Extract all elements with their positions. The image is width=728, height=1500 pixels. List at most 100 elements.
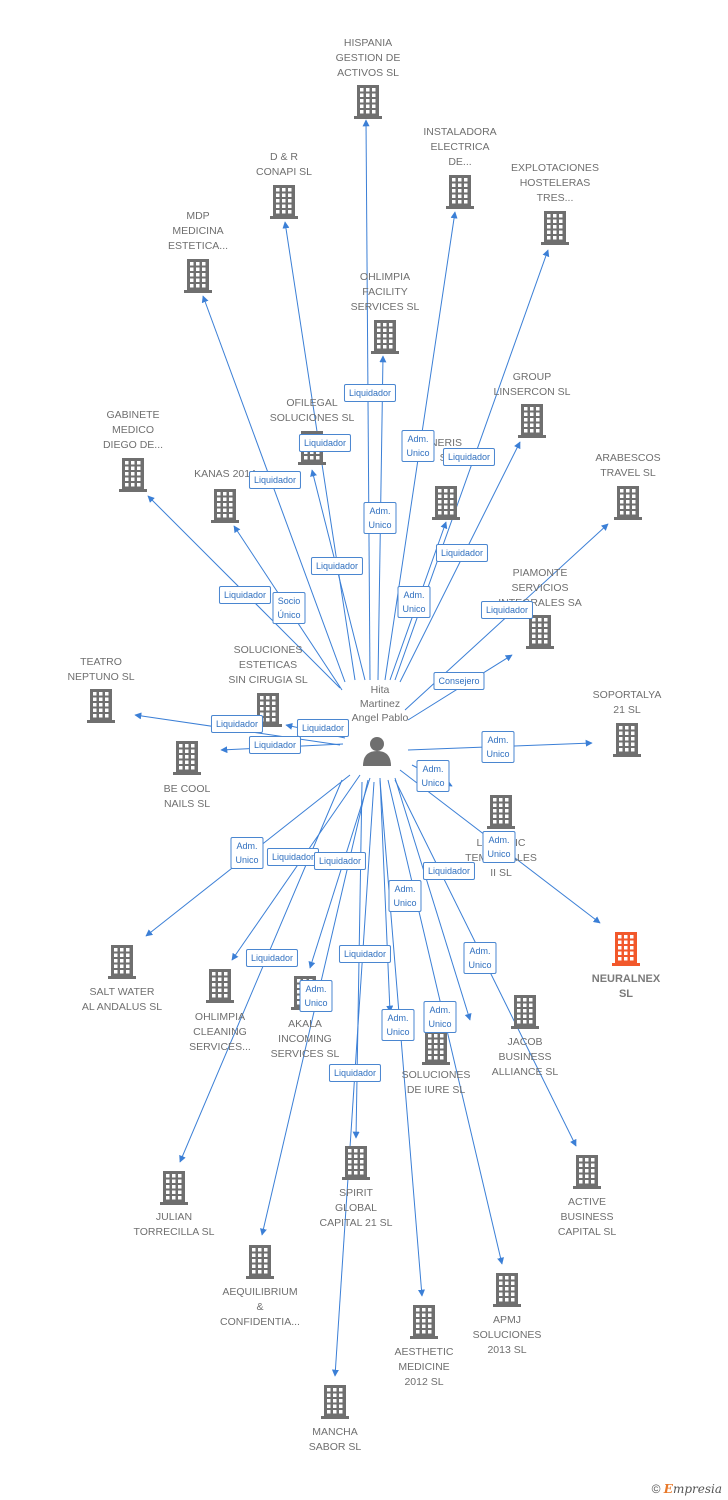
company-label[interactable]: ACTIVE BUSINESS CAPITAL SL xyxy=(557,1196,617,1238)
building-icon[interactable] xyxy=(371,320,399,354)
company-label[interactable]: SOPORTALYA 21 SL xyxy=(592,689,662,716)
building-icon[interactable] xyxy=(410,1305,438,1339)
building-icon[interactable] xyxy=(573,1155,601,1189)
edge-role-label: Liquidador xyxy=(266,848,320,866)
company-label[interactable]: ARABESCOS TRAVEL SL xyxy=(595,452,661,479)
company-label[interactable]: JACOB BUSINESS ALLIANCE SL xyxy=(491,1036,559,1078)
company-label[interactable]: SOLUCIONES ESTETICAS SIN CIRUGIA SL xyxy=(228,644,308,686)
edge-role-label: Consejero xyxy=(433,672,485,690)
building-icon[interactable] xyxy=(119,458,147,492)
edge-line xyxy=(310,469,366,681)
edge-role-label: Liquidador xyxy=(480,601,534,619)
company-label[interactable]: SOLUCIONES DE IURE SL xyxy=(401,1069,471,1096)
building-icon[interactable] xyxy=(446,175,474,209)
building-icon[interactable] xyxy=(518,404,546,438)
company-label[interactable]: MANCHA SABOR SL xyxy=(308,1426,362,1453)
footer-brand: © Empresia xyxy=(652,1482,722,1496)
person-icon xyxy=(363,737,391,766)
building-icon[interactable] xyxy=(614,486,642,520)
company-label[interactable]: JULIAN TORRECILLA SL xyxy=(133,1211,215,1238)
company-label[interactable]: AKALA INCOMING SERVICES SL xyxy=(270,1018,340,1060)
copyright-icon: © xyxy=(651,1482,661,1496)
building-icon[interactable] xyxy=(270,185,298,219)
center-person-label[interactable]: Hita Martinez Angel Pablo xyxy=(351,684,409,724)
edge-line xyxy=(179,779,343,1163)
edge-line xyxy=(201,295,346,683)
edge-line xyxy=(231,774,361,961)
edge-role-label: Adm. Unico xyxy=(381,1009,415,1041)
company-label[interactable]: PIAMONTE SERVICIOS INTEGRALES SA xyxy=(498,567,582,609)
edge-line xyxy=(308,777,371,969)
building-icon[interactable] xyxy=(87,689,115,723)
building-icon[interactable] xyxy=(493,1273,521,1307)
edge-role-label: Adm. Unico xyxy=(401,430,435,462)
company-label[interactable]: AEQUILIBRIUM & CONFIDENTIA... xyxy=(220,1286,300,1328)
edge-role-label: Liquidador xyxy=(338,945,392,963)
company-label[interactable]: HISPANIA GESTION DE ACTIVOS SL xyxy=(335,37,401,79)
building-icon[interactable] xyxy=(160,1171,188,1205)
edge-role-label: Liquidador xyxy=(218,586,272,604)
company-label[interactable]: APMJ SOLUCIONES 2013 SL xyxy=(472,1314,542,1356)
company-label[interactable]: MDP MEDICINA ESTETICA... xyxy=(167,210,229,252)
company-label[interactable]: OFILEGAL SOLUCIONES SL xyxy=(269,397,355,424)
edge-line xyxy=(379,777,394,1013)
edge-role-label: Adm. Unico xyxy=(482,831,516,863)
building-icon[interactable] xyxy=(526,615,554,649)
building-icon[interactable] xyxy=(511,995,539,1029)
edge-role-label: Liquidador xyxy=(422,862,476,880)
building-icon[interactable] xyxy=(108,945,136,979)
building-icon[interactable] xyxy=(206,969,234,1003)
company-label[interactable]: SPIRIT GLOBAL CAPITAL 21 SL xyxy=(319,1187,393,1229)
edge-role-label: Liquidador xyxy=(435,544,489,562)
edge-role-label: Adm. Unico xyxy=(481,731,515,763)
edge-role-label: Adm. Unico xyxy=(397,586,431,618)
edge-role-label: Adm. Unico xyxy=(230,837,264,869)
building-icon[interactable] xyxy=(246,1245,274,1279)
company-label[interactable]: AESTHETIC MEDICINE 2012 SL xyxy=(394,1346,454,1388)
company-label[interactable]: SALT WATER AL ANDALUS SL xyxy=(81,986,163,1013)
company-label[interactable]: GROUP LINSERCON SL xyxy=(493,371,571,398)
company-label[interactable]: INSTALADORA ELECTRICA DE... xyxy=(423,126,497,168)
edge-line xyxy=(394,777,472,1021)
building-icon[interactable] xyxy=(612,932,640,966)
building-icon[interactable] xyxy=(354,85,382,119)
company-label[interactable]: BE COOL NAILS SL xyxy=(163,783,211,810)
building-icon[interactable] xyxy=(211,489,239,523)
company-label[interactable]: NEURALNEX SL xyxy=(591,973,661,1000)
building-icon[interactable] xyxy=(184,259,212,293)
company-label[interactable]: EXPLOTACIONES HOSTELERAS TRES... xyxy=(511,162,599,204)
edge-role-label: Adm. Unico xyxy=(388,880,422,912)
edge-role-label: Adm. Unico xyxy=(423,1001,457,1033)
building-icon[interactable] xyxy=(321,1385,349,1419)
building-icon[interactable] xyxy=(541,211,569,245)
brand-initial: E xyxy=(663,1482,673,1496)
company-label[interactable]: OHLIMPIA CLEANING SERVICES... xyxy=(189,1011,251,1053)
edge-role-label: Liquidador xyxy=(328,1064,382,1082)
edge-role-label: Liquidador xyxy=(298,434,352,452)
building-icon[interactable] xyxy=(342,1146,370,1180)
edge-line xyxy=(399,441,521,683)
edge-role-label: Adm. Unico xyxy=(299,980,333,1012)
company-label[interactable]: D & R CONAPI SL xyxy=(255,151,313,178)
edge-role-label: Adm. Unico xyxy=(416,760,450,792)
edge-role-label: Liquidador xyxy=(210,715,264,733)
edge-role-label: Adm. Unico xyxy=(463,942,497,974)
edge-role-label: Liquidador xyxy=(296,719,350,737)
edge-role-label: Liquidador xyxy=(248,736,302,754)
building-icon[interactable] xyxy=(487,795,515,829)
edge-role-label: Liquidador xyxy=(310,557,364,575)
edge-role-label: Socio Único xyxy=(272,592,306,624)
building-icon[interactable] xyxy=(422,1031,450,1065)
company-label[interactable]: OHLIMPIA FACILITY SERVICES SL xyxy=(350,271,420,313)
building-icon[interactable] xyxy=(613,723,641,757)
center-person[interactable] xyxy=(363,737,391,766)
building-icon[interactable] xyxy=(173,741,201,775)
company-label[interactable]: TEATRO NEPTUNO SL xyxy=(67,656,135,683)
edge-role-label: Liquidador xyxy=(343,384,397,402)
edge-role-label: Liquidador xyxy=(313,852,367,870)
building-icon[interactable] xyxy=(432,486,460,520)
edge-role-label: Liquidador xyxy=(245,949,299,967)
brand-name: mpresia xyxy=(672,1482,722,1496)
company-label[interactable]: GABINETE MEDICO DIEGO DE... xyxy=(102,409,164,451)
